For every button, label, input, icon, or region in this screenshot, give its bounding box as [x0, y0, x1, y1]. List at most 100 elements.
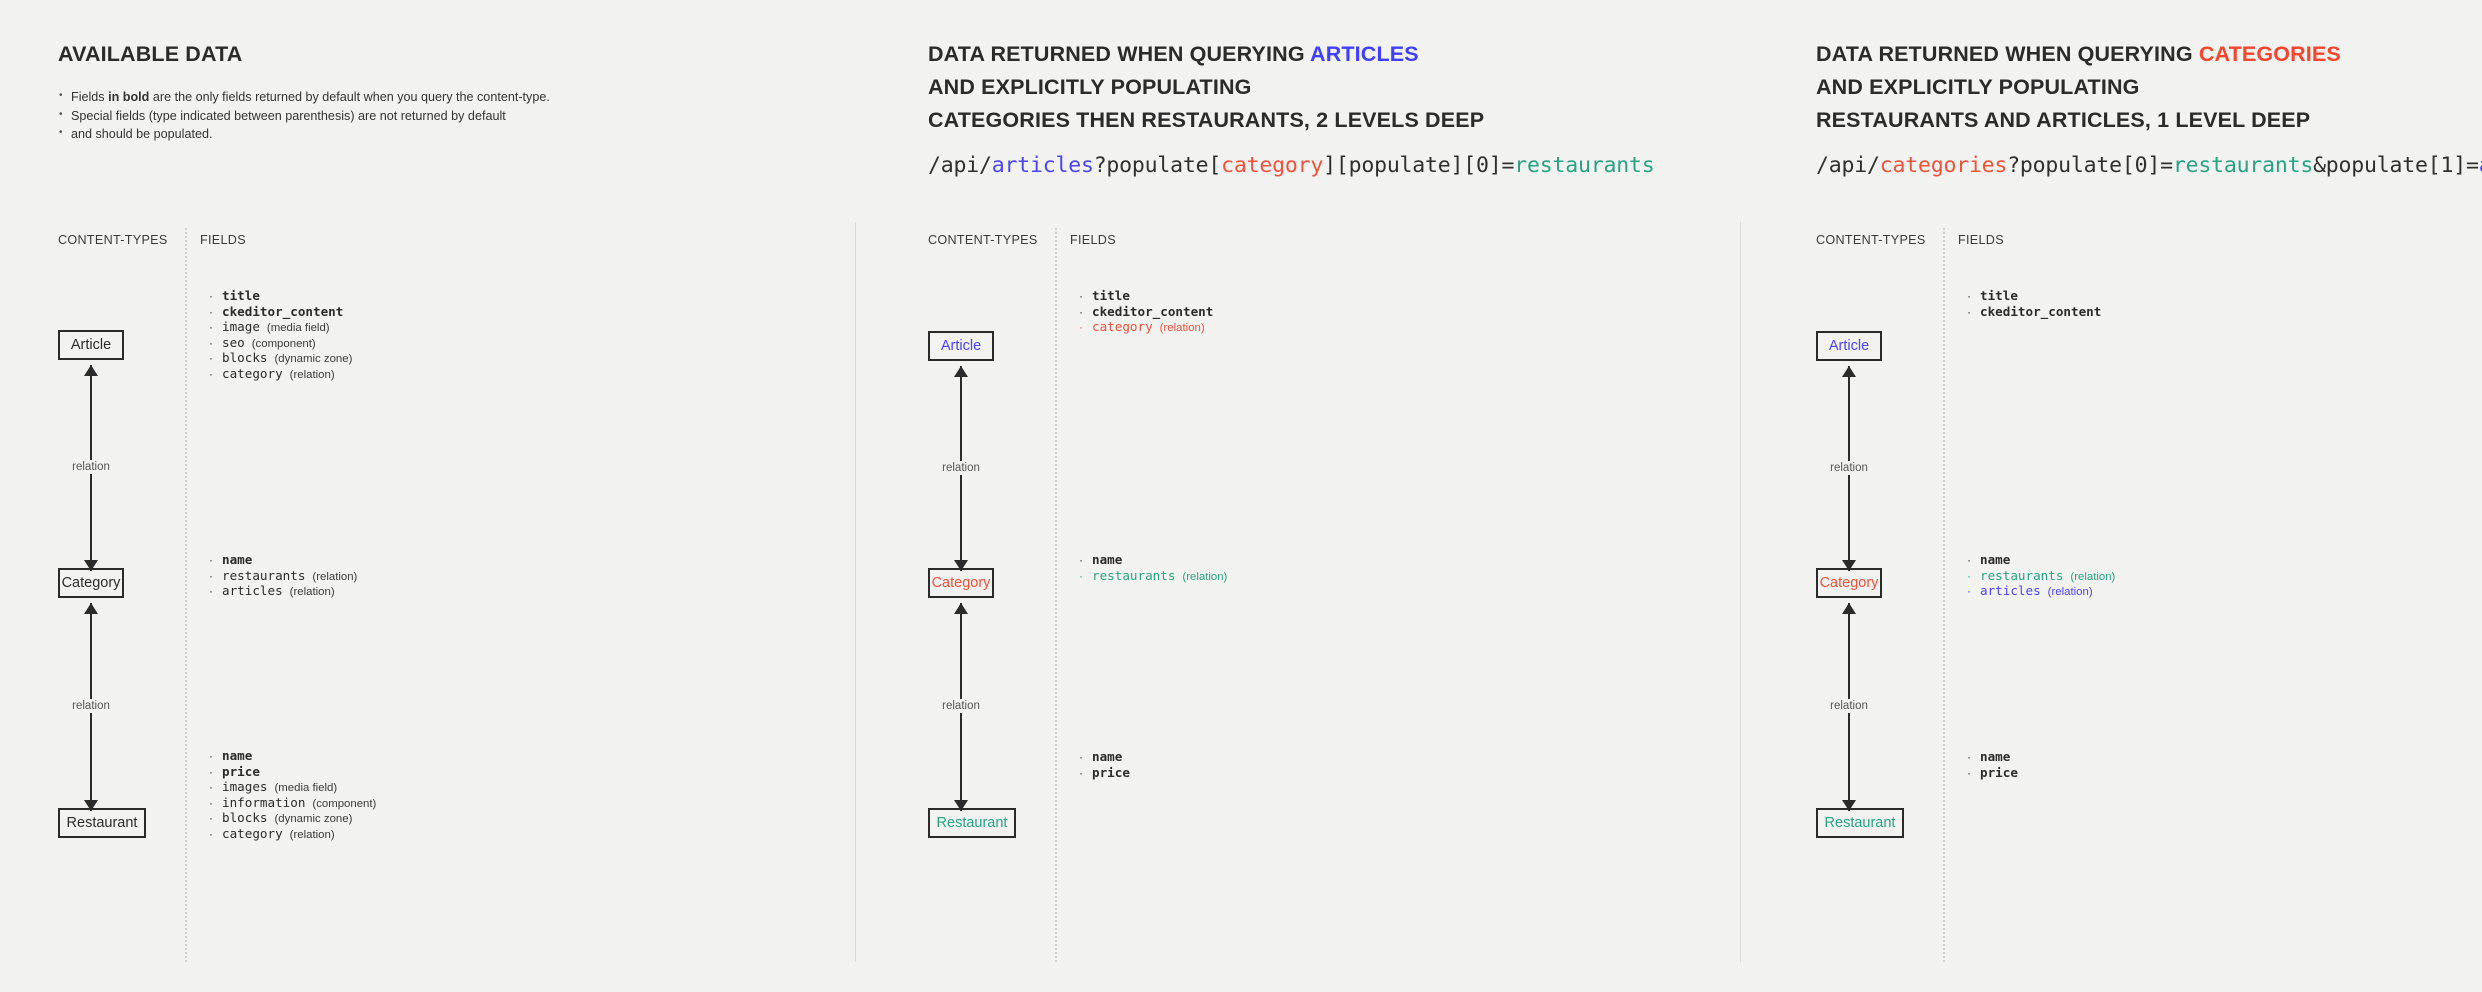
field-row: ·title — [1079, 288, 1130, 303]
field-row: ·blocks(dynamic zone) — [209, 810, 353, 826]
relation-label: relation — [938, 460, 984, 475]
bullet-icon: · — [1967, 750, 1971, 764]
panel3-title-line-2: AND EXPLICITLY POPULATING — [1816, 75, 2140, 99]
field-row: ·articles(relation) — [209, 583, 335, 599]
arrowhead-down-icon — [954, 800, 968, 811]
fields-restaurant: ·name ·price — [1079, 749, 1137, 780]
fields-category: ·name ·restaurants(relation) — [1079, 552, 1227, 583]
field-row: ·image(media field) — [209, 319, 330, 335]
panel3-api-url[interactable]: /api/categories?populate[0]=restaurants&… — [1816, 153, 2482, 178]
note-line-3: and should be populated. — [58, 124, 658, 144]
fields-restaurant: ·name ·price ·images(media field) ·infor… — [209, 748, 376, 842]
bullet-icon: · — [1079, 750, 1083, 764]
node-category[interactable]: Category — [928, 568, 994, 598]
field-row: ·category(relation) — [209, 825, 335, 841]
bullet-icon: · — [1079, 553, 1083, 567]
url-part-categories: categories — [1879, 153, 2008, 178]
field-row: ·restaurants(relation) — [209, 567, 358, 583]
panel2-api-url[interactable]: /api/articles?populate[category][populat… — [928, 153, 1655, 178]
fields-article: ·title ·ckeditor_content ·category(relat… — [1079, 288, 1220, 335]
relation-category-restaurant: relation — [928, 603, 994, 811]
url-part-category: category — [1221, 153, 1324, 178]
arrowhead-down-icon — [84, 800, 98, 811]
panel2-dotted-divider — [1055, 228, 1057, 962]
panel3-title-line-3: RESTAURANTS AND ARTICLES, 1 LEVEL DEEP — [1816, 108, 2311, 132]
url-part: ][populate][0]= — [1323, 153, 1515, 178]
node-restaurant[interactable]: Restaurant — [928, 808, 1016, 838]
panel2-col-contenttypes: CONTENT-TYPES — [928, 233, 1038, 247]
panel1-col-contenttypes: CONTENT-TYPES — [58, 233, 168, 247]
bullet-icon: · — [1079, 289, 1083, 303]
node-restaurant[interactable]: Restaurant — [58, 808, 146, 838]
fields-category: ·name ·restaurants(relation) ·articles(r… — [209, 552, 357, 599]
arrowhead-up-icon — [84, 365, 98, 376]
node-article[interactable]: Article — [58, 330, 124, 360]
panel3-title-highlight: CATEGORIES — [2198, 42, 2341, 66]
bullet-icon: · — [1967, 568, 1971, 583]
relation-label: relation — [1826, 699, 1872, 713]
bullet-icon: · — [1967, 553, 1971, 567]
field-row: ·title — [209, 288, 260, 303]
panel2-title-line-1: DATA RETURNED WHEN QUERYING ARTICLES — [928, 42, 1419, 66]
url-part: ?populate[ — [1093, 153, 1222, 178]
bullet-icon: · — [209, 366, 213, 381]
field-row: ·name — [1079, 552, 1123, 567]
relation-category-restaurant: relation — [58, 603, 124, 811]
panel1-title: AVAILABLE DATA — [58, 42, 243, 66]
relation-article-category: relation — [1816, 366, 1882, 571]
bullet-icon: · — [1967, 289, 1971, 303]
panel-query-categories: DATA RETURNED WHEN QUERYING CATEGORIES A… — [1740, 0, 2482, 992]
panel-separator-1 — [855, 222, 856, 962]
field-row: ·blocks(dynamic zone) — [209, 350, 353, 366]
field-row: ·articles(relation) — [1967, 583, 2093, 599]
field-row: ·restaurants(relation) — [1967, 567, 2116, 583]
bullet-icon: · — [209, 289, 213, 303]
fields-article: ·title ·ckeditor_content — [1967, 288, 2108, 319]
panel-available-data: AVAILABLE DATA Fields in bold are the on… — [0, 0, 855, 992]
note-line-2: Special fields (type indicated between p… — [58, 106, 658, 126]
bullet-icon: · — [209, 568, 213, 583]
bullet-icon: · — [209, 749, 213, 763]
field-row: ·name — [1967, 552, 2011, 567]
node-category[interactable]: Category — [1816, 568, 1882, 598]
arrowhead-up-icon — [954, 603, 968, 614]
arrowhead-up-icon — [1842, 366, 1856, 377]
field-row: ·information(component) — [209, 794, 377, 810]
bullet-icon: · — [209, 811, 213, 826]
node-article[interactable]: Article — [928, 331, 994, 361]
url-part-restaurants: restaurants — [2172, 153, 2314, 178]
panel2-col-fields: FIELDS — [1070, 233, 1116, 247]
field-row: ·name — [1967, 749, 2011, 764]
arrowhead-up-icon — [1842, 603, 1856, 614]
bullet-icon: · — [209, 584, 213, 599]
bullet-icon: · — [209, 795, 213, 810]
bullet-icon: · — [1079, 765, 1083, 780]
arrowhead-up-icon — [954, 366, 968, 377]
arrowhead-down-icon — [84, 560, 98, 571]
relation-category-restaurant: relation — [1816, 603, 1882, 811]
panel2-title: DATA RETURNED WHEN QUERYING ARTICLES AND… — [928, 38, 1728, 137]
field-row: ·price — [209, 763, 260, 779]
field-row: ·category(relation) — [1079, 319, 1205, 335]
note-line-1: Fields in bold are the only fields retur… — [58, 87, 658, 107]
url-part-articles: articles — [2479, 153, 2482, 178]
bullet-icon: · — [1967, 584, 1971, 599]
bullet-icon: · — [1967, 765, 1971, 780]
bullet-icon: · — [209, 780, 213, 795]
panel3-dotted-divider — [1943, 228, 1945, 962]
fields-restaurant: ·name ·price — [1967, 749, 2025, 780]
panel2-title-line-3: CATEGORIES THEN RESTAURANTS, 2 LEVELS DE… — [928, 108, 1485, 132]
bullet-icon: · — [209, 553, 213, 567]
panel-query-articles: DATA RETURNED WHEN QUERYING ARTICLES AND… — [855, 0, 1740, 992]
field-row: ·seo(component) — [209, 334, 316, 350]
relation-label: relation — [68, 699, 114, 713]
fields-article: ·title ·ckeditor_content ·image(media fi… — [209, 288, 352, 382]
node-restaurant[interactable]: Restaurant — [1816, 808, 1904, 838]
bullet-icon: · — [209, 351, 213, 366]
bullet-icon: · — [1079, 304, 1083, 319]
bullet-icon: · — [1079, 568, 1083, 583]
arrowhead-down-icon — [1842, 800, 1856, 811]
node-category[interactable]: Category — [58, 568, 124, 598]
node-article[interactable]: Article — [1816, 331, 1882, 361]
arrowhead-up-icon — [84, 603, 98, 614]
